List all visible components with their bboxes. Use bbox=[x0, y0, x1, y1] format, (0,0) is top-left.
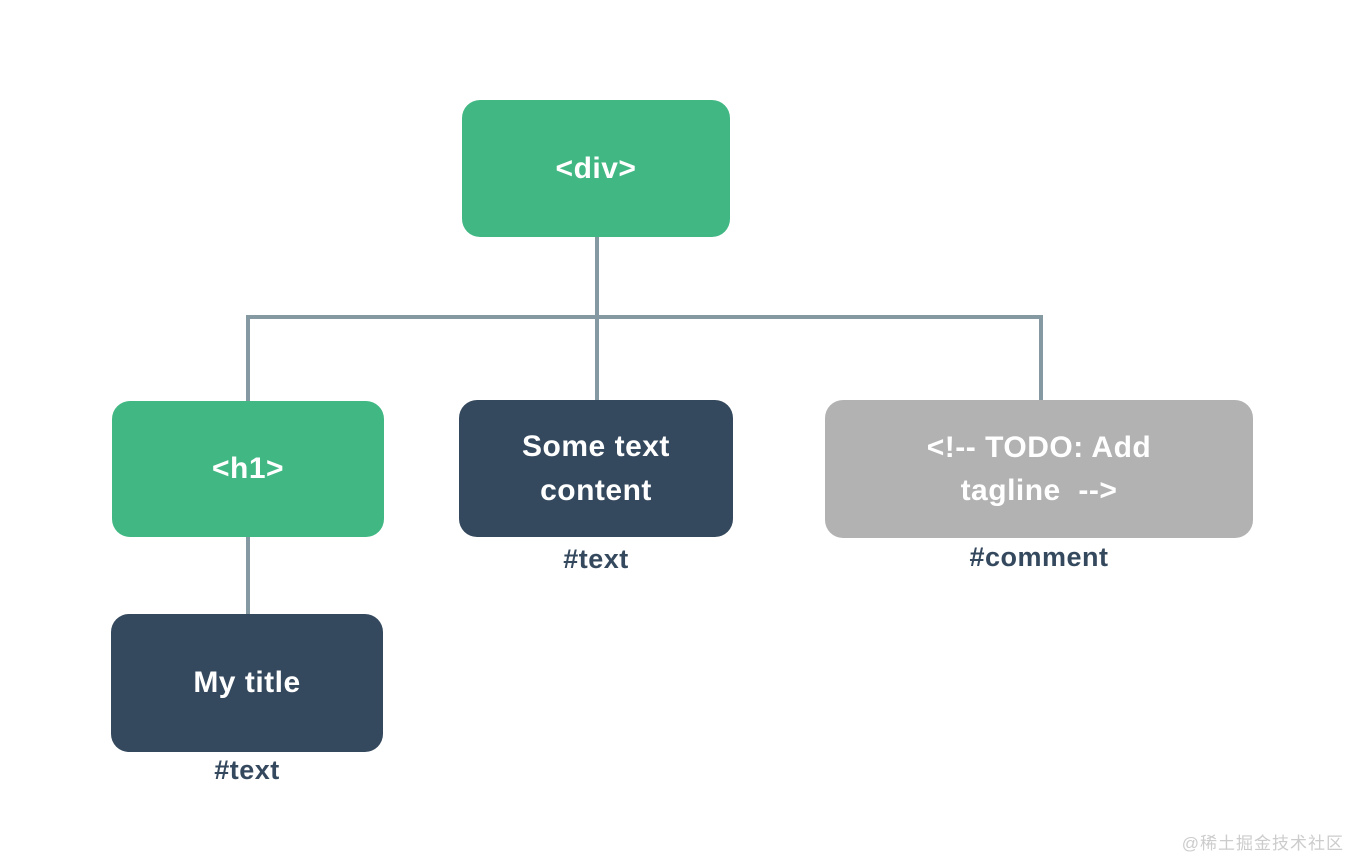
node-comment: <!-- TODO: Add tagline --> bbox=[825, 400, 1253, 538]
type-label-title-text: #text bbox=[214, 755, 280, 785]
type-label-comment: #comment bbox=[969, 542, 1109, 572]
connector-h1-to-title bbox=[246, 537, 250, 614]
connector-h1-drop bbox=[246, 315, 250, 401]
node-text-content: Some text content bbox=[459, 400, 733, 537]
connector-horizontal bbox=[246, 315, 1043, 319]
watermark: @稀土掘金技术社区 bbox=[1181, 834, 1344, 853]
node-h1: <h1> bbox=[112, 401, 384, 537]
node-div: <div> bbox=[462, 100, 730, 237]
connector-comment-drop bbox=[1039, 315, 1043, 400]
type-label-text: #text bbox=[563, 544, 629, 574]
node-my-title: My title bbox=[111, 614, 383, 752]
